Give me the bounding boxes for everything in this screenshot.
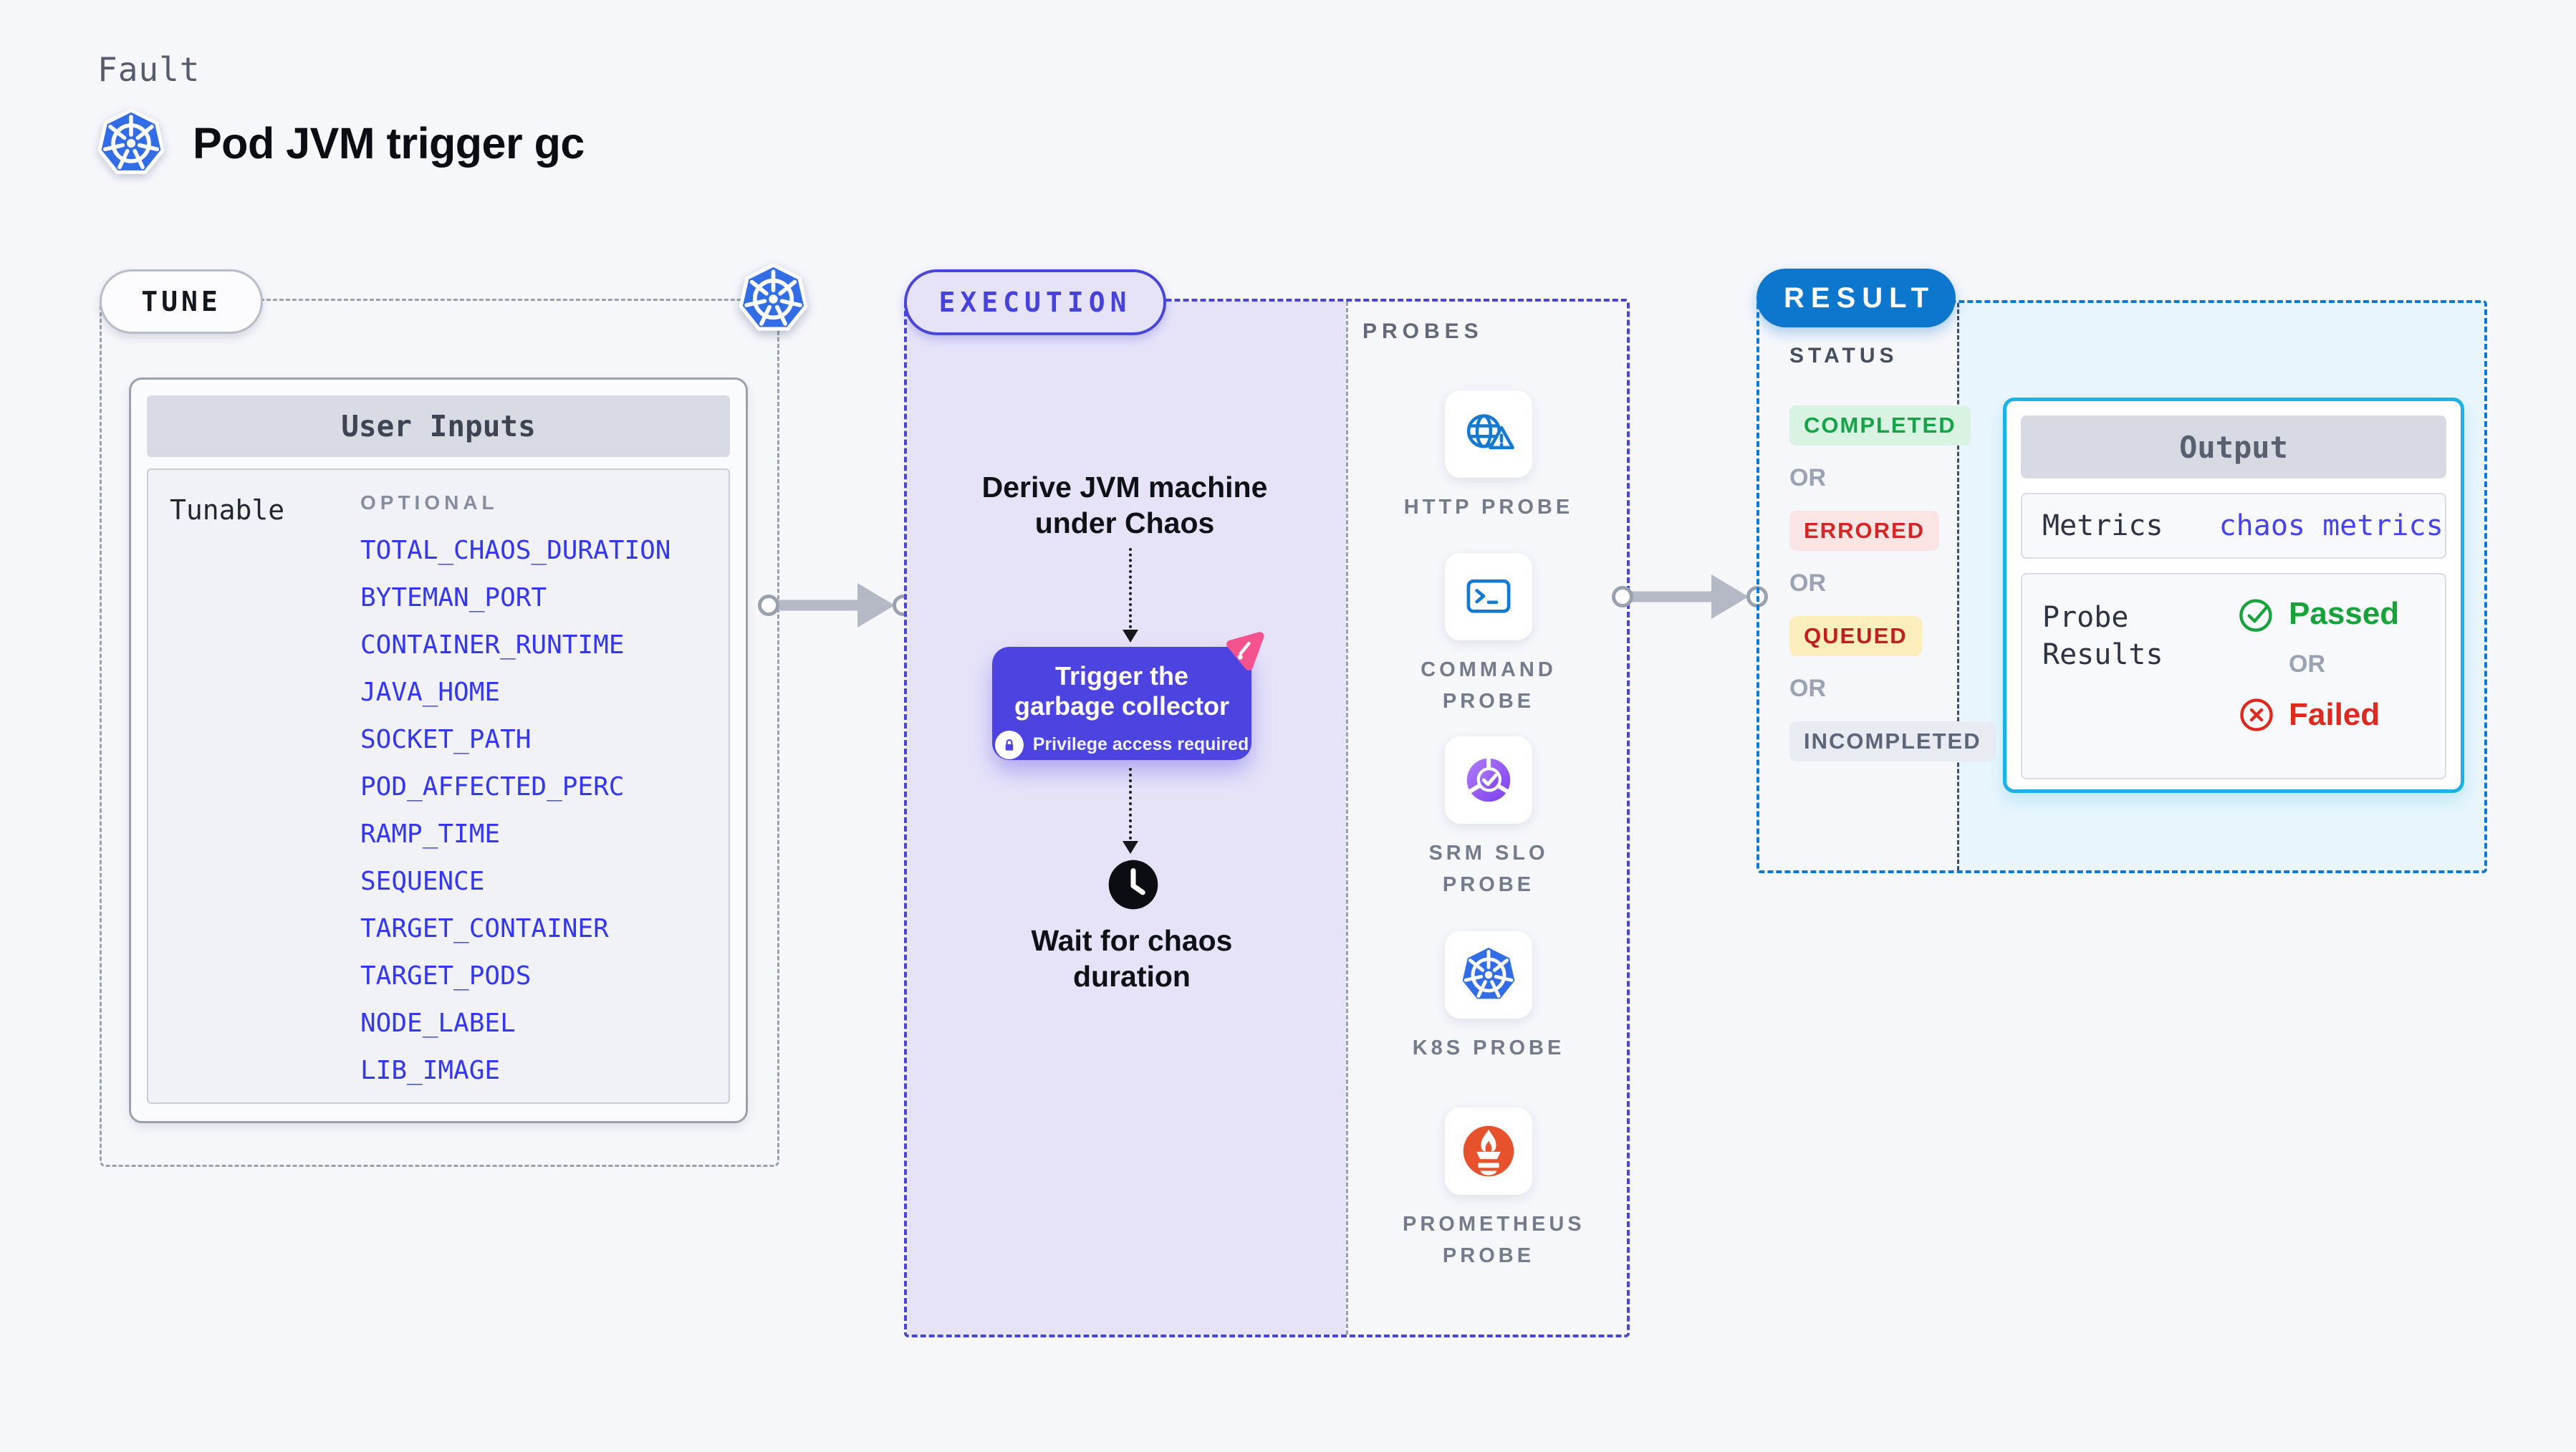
flow-arrow-execution-to-result [1612,574,1768,619]
param-item[interactable]: LIB_IMAGE [360,1056,501,1085]
param-item[interactable]: TOTAL_CHAOS_DURATION [360,536,671,565]
status-badge-errored: ERRORED [1789,511,1940,551]
step-derive-jvm: Derive JVM machine under Chaos [981,471,1268,540]
outcome-failed: Failed [2237,696,2399,734]
http-probe-card[interactable] [1445,390,1532,478]
srm-slo-probe-icon [1458,750,1519,810]
param-item[interactable]: NODE_LABEL [360,1009,516,1038]
param-item[interactable]: TARGET_CONTAINER [360,914,609,943]
page-header: Pod JVM trigger gc [95,107,585,179]
probe-label: PROMETHEUS PROBE [1403,1213,1585,1267]
probe-entry-k8s: K8S PROBE [1367,931,1610,1064]
output-title: Output [2021,415,2446,479]
fault-kicker: Fault [97,50,201,89]
probe-label: COMMAND PROBE [1421,658,1557,713]
tune-section-box [100,299,779,1167]
param-item[interactable]: BYTEMAN_PORT [360,583,547,612]
k8s-probe-card[interactable] [1445,931,1532,1019]
k8s-probe-icon [1457,943,1520,1006]
user-inputs-card: User Inputs Tunable OPTIONAL TOTAL_CHAOS… [129,378,748,1123]
probe-label: HTTP PROBE [1403,496,1574,519]
trigger-garbage-collector-card[interactable]: Trigger the garbage collector Privilege … [992,647,1251,760]
srm-slo-probe-card[interactable] [1445,736,1532,824]
prometheus-probe-icon [1458,1120,1519,1182]
param-item[interactable]: TARGET_PODS [360,961,532,991]
tunable-label: Tunable [170,494,285,526]
probe-results-label: Probe Results [2042,601,2163,671]
status-badge-completed: COMPLETED [1789,405,1971,446]
or-separator: OR [1789,569,1826,597]
execution-flow-area [907,302,1346,1335]
command-probe-card[interactable] [1445,553,1532,640]
output-card: Output Metrics chaos metrics Probe Resul… [2003,398,2464,793]
page-title: Pod JVM trigger gc [193,119,585,168]
tunable-params-list: OPTIONAL TOTAL_CHAOS_DURATION BYTEMAN_PO… [360,491,733,1103]
flow-connector [1129,768,1132,840]
param-item[interactable]: POD_AFFECTED_PERC [360,772,625,802]
passed-label: Passed [2289,596,2400,631]
probe-entry-command: COMMAND PROBE [1367,553,1610,717]
param-item[interactable]: SEQUENCE [360,867,485,896]
status-badge-incompleted: INCOMPLETED [1789,721,1996,761]
param-item[interactable]: CONTAINER_RUNTIME [360,630,625,660]
probe-outcomes: Passed OR Failed [2237,574,2399,778]
flow-connector [1129,548,1132,628]
probe-entry-http: HTTP PROBE [1367,390,1610,524]
status-badge-queued: QUEUED [1789,616,1922,656]
flow-arrow-tune-to-execution [758,583,914,628]
outcome-passed: Passed [2237,595,2399,633]
check-circle-icon [2237,595,2276,633]
or-separator: OR [2289,650,2325,678]
metrics-row: Metrics chaos metrics [2021,493,2446,559]
step-wait-duration: Wait for chaos duration [1031,924,1233,994]
privilege-note-text: Privilege access required [1032,734,1249,754]
execution-stage-pill[interactable]: EXECUTION [904,269,1166,335]
failed-label: Failed [2289,697,2380,732]
user-inputs-title: User Inputs [147,395,730,457]
param-item[interactable]: RAMP_TIME [360,819,501,849]
probe-label: K8S PROBE [1412,1037,1565,1059]
status-label: STATUS [1789,344,1898,367]
chaos-experiment-icon [1221,630,1267,675]
param-item[interactable]: JAVA_HOME [360,678,501,707]
trigger-card-title: Trigger the garbage collector [1014,661,1230,721]
command-probe-icon [1461,569,1517,625]
arrow-down-icon [1123,841,1138,854]
http-probe-icon [1459,408,1518,461]
param-item[interactable]: SOCKET_PATH [360,725,532,754]
optional-column-label: OPTIONAL [360,491,499,514]
user-inputs-body: Tunable OPTIONAL TOTAL_CHAOS_DURATION BY… [147,468,730,1104]
x-circle-icon [2237,696,2276,734]
lock-icon [994,730,1024,759]
privilege-note: Privilege access required [994,730,1249,759]
tune-stage-pill[interactable]: TUNE [100,269,263,334]
result-stage-pill[interactable]: RESULT [1756,269,1956,327]
probe-results-row: Probe Results Passed OR Failed [2021,573,2446,779]
prometheus-probe-card[interactable] [1445,1107,1532,1195]
metrics-label: Metrics [2042,509,2163,542]
probe-label: SRM SLO PROBE [1428,842,1549,896]
clock-icon [1105,857,1161,913]
or-separator: OR [1789,464,1826,491]
kubernetes-icon [736,262,810,336]
probe-entry-prometheus: PROMETHEUS PROBE [1367,1107,1610,1271]
metrics-value-link[interactable]: chaos metrics [2219,509,2443,542]
or-separator: OR [1789,675,1826,702]
kubernetes-icon [95,107,167,179]
status-column: STATUS COMPLETED OR ERRORED OR QUEUED OR… [1789,344,1996,761]
probes-column-label: PROBES [1363,319,1484,343]
arrow-down-icon [1123,630,1138,643]
probe-entry-srm-slo: SRM SLO PROBE [1367,736,1610,900]
